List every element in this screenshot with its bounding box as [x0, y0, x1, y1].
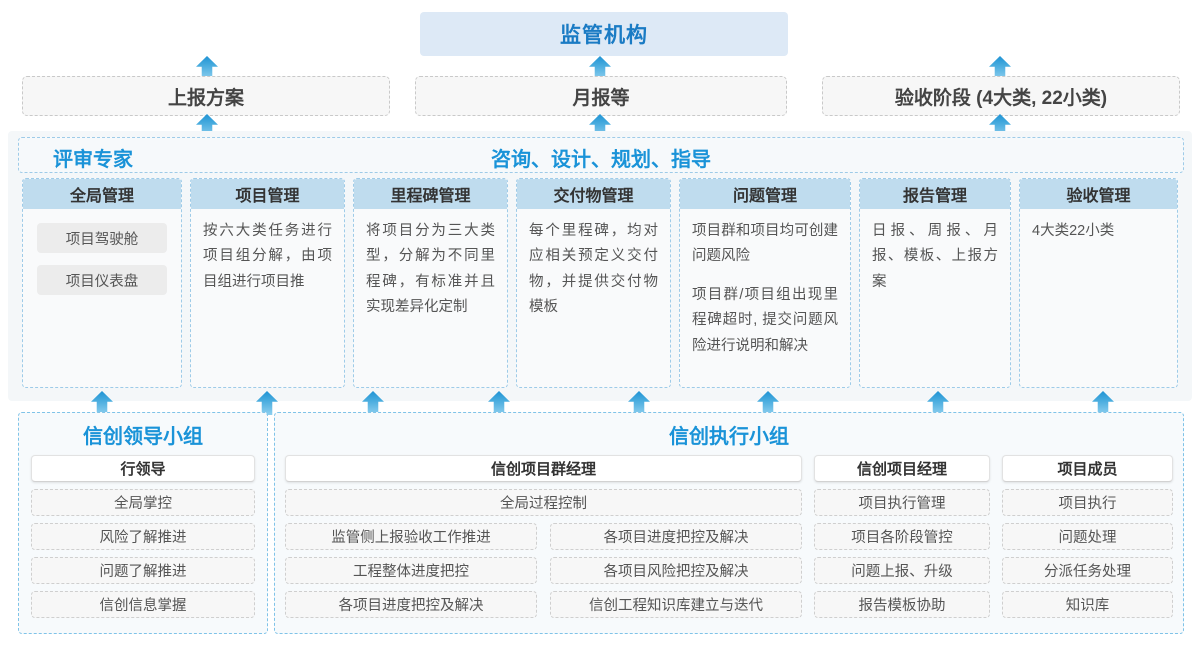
column-title-4: 问题管理: [680, 179, 850, 209]
submission-box-monthly-report: 月报等: [415, 76, 787, 116]
column-deliverable-management[interactable]: 交付物管理 每个里程碑，均对应相关预定义交付物，并提供交付物模板: [516, 178, 671, 388]
column-issue-management[interactable]: 问题管理 项目群和项目均可创建问题风险 项目群/项目组出现里程碑超时, 提交问题…: [679, 178, 851, 388]
column-text-4-0: 项目群和项目均可创建问题风险: [692, 223, 838, 265]
column-title-1: 项目管理: [191, 179, 344, 209]
task-pm-0[interactable]: 项目执行管理: [814, 489, 990, 516]
column-text-5-0: 日报、周报、月报、模板、上报方案: [872, 223, 998, 290]
column-text-1-0: 按六大类任务进行项目组分解，由项目组进行项目推: [203, 223, 332, 290]
task-member-3[interactable]: 知识库: [1002, 591, 1173, 618]
pill-project-dashboard[interactable]: 项目仪表盘: [37, 265, 167, 295]
submission-label-0: 上报方案: [167, 87, 244, 109]
column-report-management[interactable]: 报告管理 日报、周报、月报、模板、上报方案: [859, 178, 1011, 388]
task-pgm-global-process-control[interactable]: 全局过程控制: [285, 489, 802, 516]
task-left-2[interactable]: 问题了解推进: [31, 557, 255, 584]
review-expert-label: 评审专家: [53, 149, 133, 171]
task-pm-3[interactable]: 报告模板协助: [814, 591, 990, 618]
regulator-label: 监管机构: [560, 24, 648, 47]
execution-group: 信创执行小组 信创项目群经理 全局过程控制 监管侧上报验收工作推进 工程整体进度…: [274, 412, 1184, 634]
task-pgm-left-2[interactable]: 各项目进度把控及解决: [285, 591, 537, 618]
column-body-2: 将项目分为三大类型，分解为不同里程碑，有标准并且实现差异化定制: [354, 209, 507, 321]
task-member-2[interactable]: 分派任务处理: [1002, 557, 1173, 584]
role-program-manager[interactable]: 信创项目群经理: [285, 455, 802, 482]
role-project-member[interactable]: 项目成员: [1002, 455, 1173, 482]
column-text-3-0: 每个里程碑，均对应相关预定义交付物，并提供交付物模板: [529, 223, 658, 316]
task-pgm-left-0[interactable]: 监管侧上报验收工作推进: [285, 523, 537, 550]
task-pgm-right-2[interactable]: 信创工程知识库建立与迭代: [550, 591, 802, 618]
role-project-manager[interactable]: 信创项目经理: [814, 455, 990, 482]
column-text-4-1: 项目群/项目组出现里程碑超时, 提交问题风险进行说明和解决: [692, 286, 838, 354]
column-title-2: 里程碑管理: [354, 179, 507, 209]
column-body-0: 项目驾驶舱 项目仪表盘: [23, 209, 181, 295]
task-pgm-right-0[interactable]: 各项目进度把控及解决: [550, 523, 802, 550]
column-title-0: 全局管理: [23, 179, 181, 209]
submission-box-acceptance-stage: 验收阶段 (4大类, 22小类): [822, 76, 1180, 116]
leadership-group: 信创领导小组 行领导 全局掌控 风险了解推进 问题了解推进 信创信息掌握: [18, 412, 268, 634]
column-body-4: 项目群和项目均可创建问题风险 项目群/项目组出现里程碑超时, 提交问题风险进行说…: [680, 209, 850, 359]
pill-project-cockpit[interactable]: 项目驾驶舱: [37, 223, 167, 253]
management-panel-header: 评审专家 咨询、设计、规划、指导: [18, 137, 1184, 173]
task-left-0[interactable]: 全局掌控: [31, 489, 255, 516]
column-global-management[interactable]: 全局管理 项目驾驶舱 项目仪表盘: [22, 178, 182, 388]
task-pm-2[interactable]: 问题上报、升级: [814, 557, 990, 584]
column-text-6-0: 4大类22小类: [1032, 223, 1115, 239]
column-milestone-management[interactable]: 里程碑管理 将项目分为三大类型，分解为不同里程碑，有标准并且实现差异化定制: [353, 178, 508, 388]
task-left-1[interactable]: 风险了解推进: [31, 523, 255, 550]
column-body-5: 日报、周报、月报、模板、上报方案: [860, 209, 1010, 295]
submission-label-1: 月报等: [572, 87, 630, 109]
task-left-3[interactable]: 信创信息掌握: [31, 591, 255, 618]
column-body-3: 每个里程碑，均对应相关预定义交付物，并提供交付物模板: [517, 209, 670, 321]
column-body-6: 4大类22小类: [1020, 209, 1177, 244]
regulator-box: 监管机构: [420, 12, 788, 56]
column-title-5: 报告管理: [860, 179, 1010, 209]
consulting-label: 咨询、设计、规划、指导: [491, 149, 711, 171]
submission-label-2: 验收阶段 (4大类, 22小类): [894, 87, 1108, 109]
task-pgm-right-1[interactable]: 各项目风险把控及解决: [550, 557, 802, 584]
role-bank-leader[interactable]: 行领导: [31, 455, 255, 482]
column-title-3: 交付物管理: [517, 179, 670, 209]
column-acceptance-management[interactable]: 验收管理 4大类22小类: [1019, 178, 1178, 388]
task-pm-1[interactable]: 项目各阶段管控: [814, 523, 990, 550]
column-text-2-0: 将项目分为三大类型，分解为不同里程碑，有标准并且实现差异化定制: [366, 223, 495, 316]
leadership-group-title: 信创领导小组: [83, 426, 203, 448]
execution-group-title: 信创执行小组: [669, 426, 789, 448]
submission-box-report-plan: 上报方案: [22, 76, 390, 116]
task-member-1[interactable]: 问题处理: [1002, 523, 1173, 550]
column-project-management[interactable]: 项目管理 按六大类任务进行项目组分解，由项目组进行项目推: [190, 178, 345, 388]
task-member-0[interactable]: 项目执行: [1002, 489, 1173, 516]
column-title-6: 验收管理: [1020, 179, 1177, 209]
task-pgm-left-1[interactable]: 工程整体进度把控: [285, 557, 537, 584]
column-body-1: 按六大类任务进行项目组分解，由项目组进行项目推: [191, 209, 344, 295]
